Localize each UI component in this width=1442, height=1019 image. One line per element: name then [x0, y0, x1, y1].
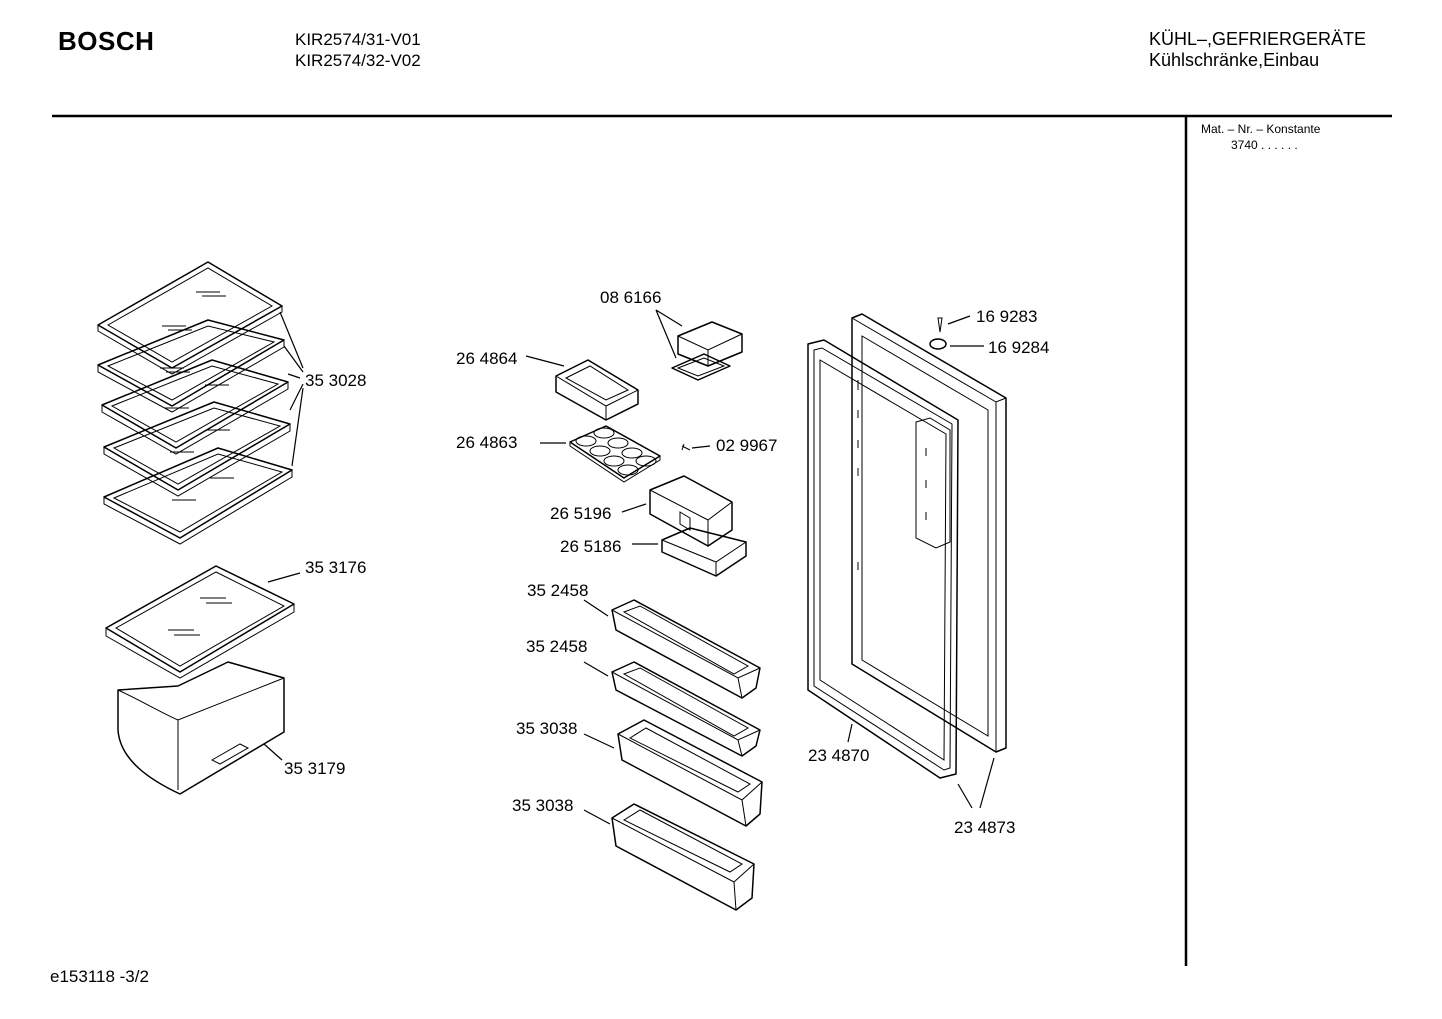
mat-nr-label: Mat. – Nr. – Konstante [1201, 122, 1321, 136]
door-rack-3 [583, 719, 763, 827]
door-gasket [807, 339, 959, 779]
part-label-353038-b: 35 3038 [512, 796, 573, 815]
part-label-264863: 26 4863 [456, 433, 517, 452]
screw-small [681, 443, 711, 451]
part-label-086166: 08 6166 [600, 288, 661, 307]
door-rack-1 [583, 599, 761, 699]
vegetable-drawer-cover-shelf [105, 565, 301, 679]
door-rack-2 [583, 661, 761, 757]
part-label-353038-a: 35 3038 [516, 719, 577, 738]
door-screw [937, 315, 971, 333]
compartment-lid [632, 527, 747, 577]
mat-nr-value: 3740 . . . . . . [1231, 138, 1298, 152]
part-label-353028: 35 3028 [305, 371, 366, 390]
part-label-234870: 23 4870 [808, 746, 869, 765]
covered-door-compartment [621, 475, 733, 547]
document-id: e153118 -3/2 [50, 967, 149, 986]
part-label-352458-a: 35 2458 [527, 581, 588, 600]
part-label-353179: 35 3179 [284, 759, 345, 778]
glass-shelf-stack [97, 261, 304, 545]
part-label-234873: 23 4873 [954, 818, 1015, 837]
model-number-2: KIR2574/32-V02 [295, 51, 421, 70]
part-label-265196: 26 5196 [550, 504, 611, 523]
door-compartment-small [525, 355, 639, 421]
door-rack-4 [583, 803, 755, 911]
model-number-1: KIR2574/31-V01 [295, 30, 421, 49]
part-label-264864: 26 4864 [456, 349, 517, 368]
part-label-169283: 16 9283 [976, 307, 1037, 326]
glass-shelf [103, 401, 291, 497]
part-label-353176: 35 3176 [305, 558, 366, 577]
glass-shelf [103, 447, 293, 545]
vegetable-drawer [117, 661, 285, 795]
category-title: KÜHL–,GEFRIERGERÄTE [1149, 29, 1367, 49]
part-label-029967: 02 9967 [716, 436, 777, 455]
glass-shelf [97, 261, 283, 375]
inner-door-panel [851, 313, 1007, 809]
glass-shelf [97, 319, 285, 413]
egg-tray [540, 425, 661, 483]
glass-shelf [101, 359, 289, 455]
screw-cover-cap [929, 338, 984, 350]
part-label-265186: 26 5186 [560, 537, 621, 556]
butter-compartment [655, 309, 743, 381]
part-label-169284: 16 9284 [988, 338, 1049, 357]
subcategory-title: Kühlschränke,Einbau [1149, 50, 1320, 70]
brand-logo: BOSCH [58, 26, 155, 56]
part-label-352458-b: 35 2458 [526, 637, 587, 656]
